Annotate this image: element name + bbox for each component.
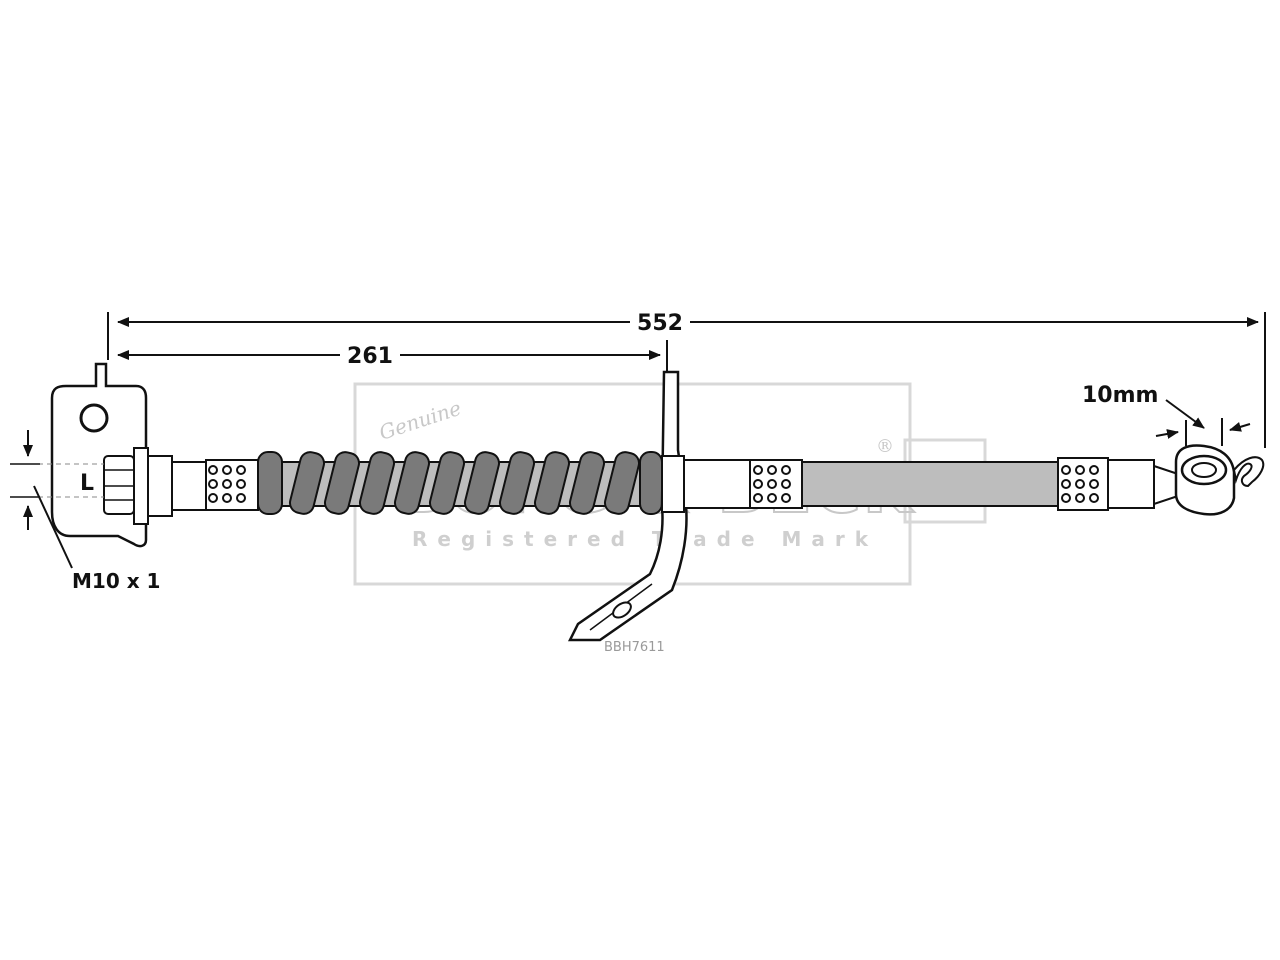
right-crimp [1057,457,1179,511]
dimension-bracket-label: 261 [347,344,393,369]
left-fitting: L [20,362,207,548]
middle-sleeve [683,459,803,509]
eye-width-label: 10mm [1082,383,1158,408]
left-crimp [205,459,259,511]
watermark-registered-mark: ® [876,436,894,457]
thread-callout: M10 x 1 [10,430,160,593]
fitting-marker-l: L [80,471,94,496]
dimension-overall: 552 [107,311,1266,448]
spring-guard [257,451,663,515]
eye-width-callout: 10mm [1082,383,1251,446]
banjo-eye-end [1174,444,1265,516]
watermark-subtitle: Registered Trade Mark [412,527,878,551]
watermark-script: Genuine [376,396,464,445]
mounting-bracket: BBH7611 [567,370,688,655]
part-number: BBH7611 [604,640,665,655]
dimension-overall-label: 552 [637,311,683,336]
thread-label: M10 x 1 [72,569,160,593]
dimension-bracket: 261 [117,340,668,372]
